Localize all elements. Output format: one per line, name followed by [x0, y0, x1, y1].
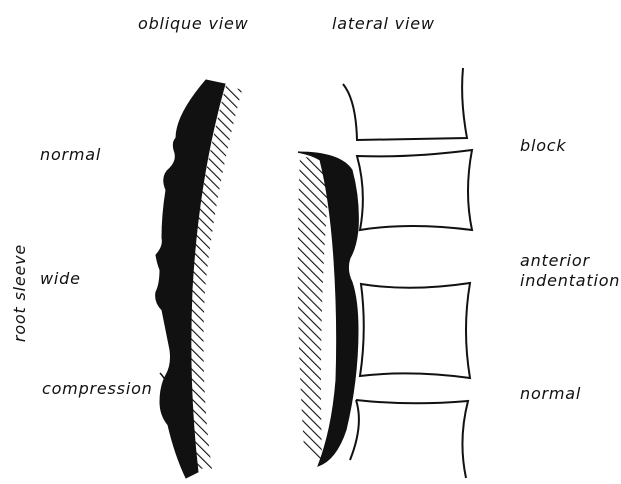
label-compression: compression	[42, 379, 153, 399]
label-wide: wide	[40, 269, 81, 289]
vertebra-top	[343, 68, 467, 140]
vertebra-3	[360, 283, 470, 378]
vertebra-bottom	[350, 400, 468, 478]
heading-lateral-view: lateral view	[332, 14, 435, 34]
label-block: block	[520, 136, 566, 156]
heading-oblique-view: oblique view	[138, 14, 249, 34]
label-normal-left: normal	[40, 145, 101, 165]
label-anterior: anterior	[520, 251, 590, 271]
lateral-view-drawing	[298, 68, 472, 478]
vertebra-2	[357, 150, 472, 230]
label-indentation: indentation	[520, 271, 620, 291]
root-sleeve-label: root sleeve	[10, 243, 30, 343]
label-normal-right: normal	[520, 384, 581, 404]
oblique-view-drawing	[156, 80, 242, 478]
lateral-hatched-wall	[298, 156, 330, 460]
